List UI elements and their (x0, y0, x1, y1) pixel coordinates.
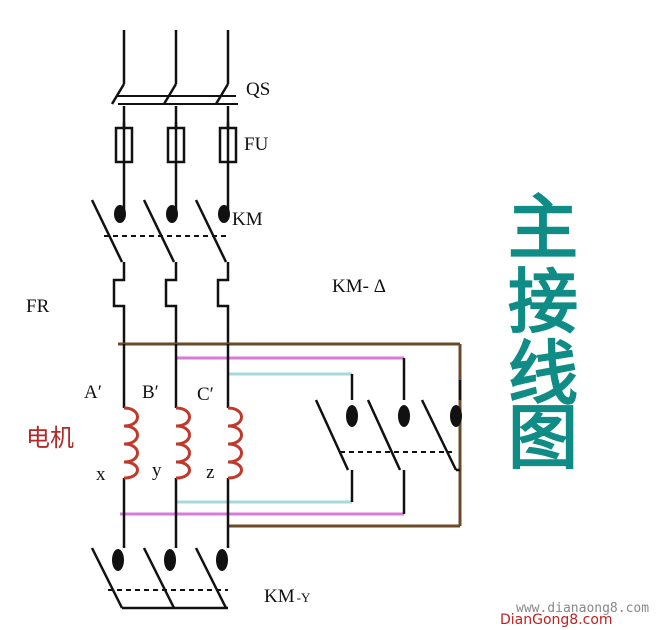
terminal-a-prime-label: A′ (84, 382, 102, 403)
km-y-contactor (90, 547, 228, 610)
diagram-title: 主 接 线 图 (508, 186, 578, 479)
terminal-x-label: x (96, 464, 106, 485)
motor-label: 电机 (26, 424, 74, 452)
km-y-label-main: KM (264, 586, 295, 607)
fu-label: FU (244, 134, 269, 155)
km-y-label-sub: -Y (297, 590, 311, 605)
title-char-4: 图 (508, 396, 578, 479)
terminal-y-label: y (152, 460, 162, 481)
brown-bus (118, 342, 462, 528)
watermark-url: www.dianaong8.com (516, 601, 649, 616)
km-delta-contactor (314, 399, 462, 472)
supply-lines (122, 30, 230, 84)
qs-label: QS (246, 79, 270, 100)
terminal-z-label: z (206, 462, 214, 483)
km-label: KM (232, 209, 263, 230)
title-char-2: 接 (508, 260, 578, 343)
km-contactor (90, 199, 230, 263)
watermark-brand: DianGong8.com (500, 612, 613, 628)
cyan-bus-drops (350, 374, 462, 502)
terminal-c-prime-label: C′ (197, 384, 214, 405)
km-y-label: KM-Y (264, 586, 311, 607)
qs-switch (110, 83, 238, 128)
terminal-b-prime-label: B′ (142, 382, 159, 403)
watermark: www.dianaong8.com DianGong8.com (500, 601, 649, 628)
fu-fuses (114, 122, 238, 170)
title-char-1: 主 (508, 186, 578, 269)
fr-thermal-relay (112, 262, 230, 344)
motor-windings (123, 406, 243, 480)
cyan-bus (176, 372, 352, 504)
title-char-3: 线 (508, 332, 578, 415)
fuse-to-km-lines (122, 170, 230, 212)
km-delta-label: KM- Δ (332, 276, 386, 297)
fr-label: FR (26, 296, 50, 317)
motor-leads (122, 344, 230, 548)
pink-bus (120, 356, 404, 516)
